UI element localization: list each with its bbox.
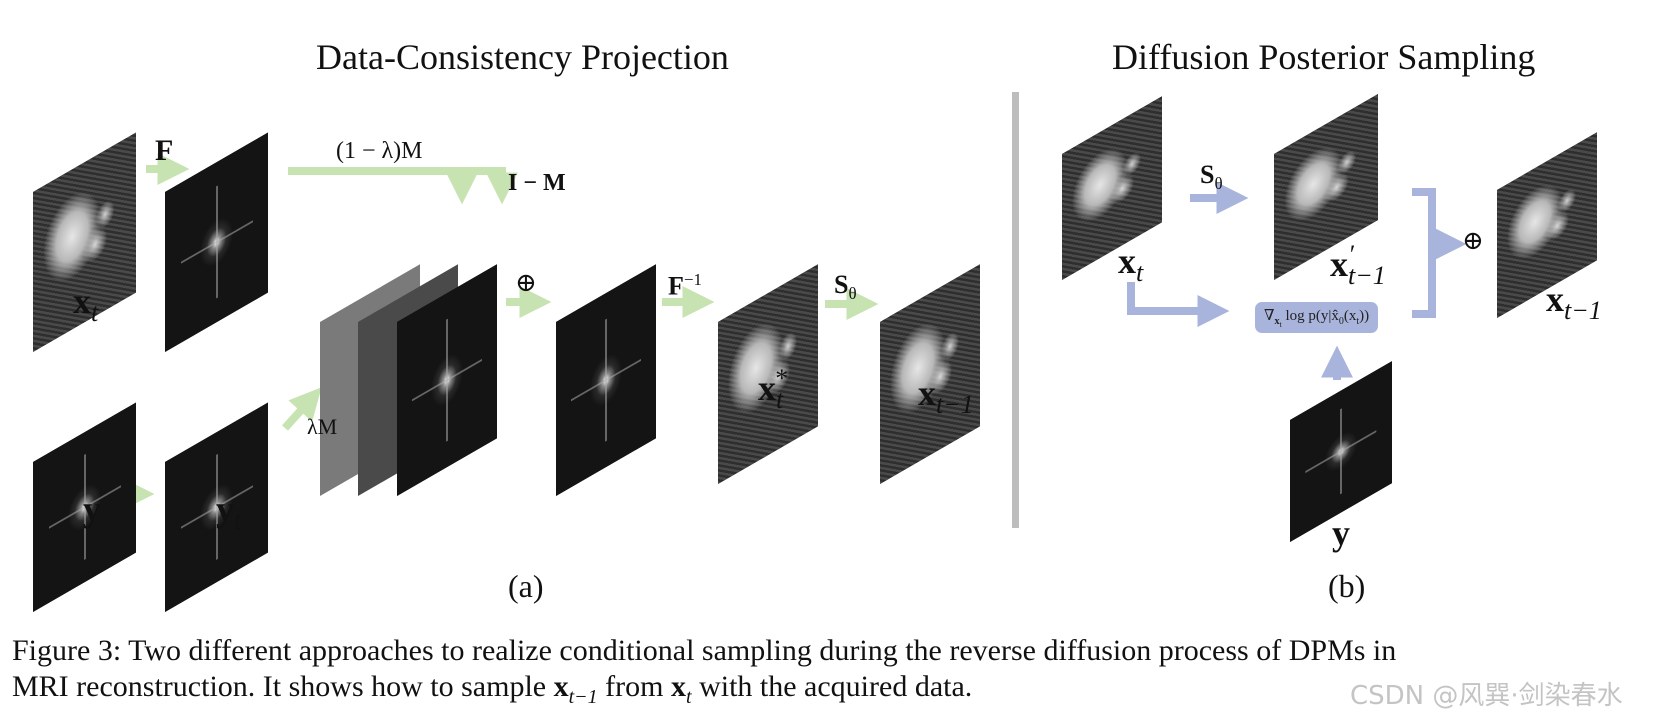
label-score-left-sub: θ [848,284,857,304]
label-xt-right: xt [1118,241,1144,288]
label-xtm1-prime: xt−1′ [1330,240,1386,291]
label-y-left: y [83,489,101,529]
label-yt: yt [216,489,242,536]
label-oplus-right: ⊕ [1462,226,1484,255]
label-xt-left: xt [73,281,99,328]
gradient-term: ∇xt log p(y|x̂0(xt)) [1255,302,1379,333]
label-xtm1-prime-sub: t−1 [1348,261,1386,291]
subfigure-b-label: (b) [1328,568,1366,604]
label-inverse-fourier: F−1 [668,270,702,301]
label-xt-star-sub: t [776,385,784,415]
label-fourier: F [155,134,174,167]
label-y-right: y [1332,513,1350,553]
label-xtm1-right: xt−1 [1546,279,1602,326]
label-xt-star: xt* [758,364,789,415]
gradient-subsub: t [1279,320,1282,329]
watermark-text: CSDN @风巽·剑染春水 [1350,681,1623,711]
label-score-right-sub: θ [1214,174,1223,194]
blue-arrows [1127,182,1467,380]
caption-line-2: MRI reconstruction. It shows how to samp… [12,670,973,708]
label-score-right: Sθ [1200,160,1223,194]
subfigure-a-label: (a) [508,568,544,604]
title-diffusion-posterior: Diffusion Posterior Sampling [1112,37,1536,77]
gradient-arg-sub: t [1356,316,1360,327]
label-i-minus-m: I − M [508,170,566,196]
gradient-sub: xt [1274,316,1282,329]
label-one-minus-lambda-m: (1 − λ)M [336,138,423,164]
caption-line-1: Figure 3: Two different approaches to re… [12,634,1397,667]
bracket-combine [1412,188,1436,318]
figure-caption: Figure 3: Two different approaches to re… [12,633,1396,715]
label-xt-right-sub: t [1136,258,1144,288]
label-xtm1-left: xt−1 [918,373,974,420]
gradient-zero: 0 [1338,316,1344,327]
label-inverse-fourier-sup: −1 [683,270,702,289]
caption-x1-sub: t−1 [568,686,598,708]
label-yt-sub: t [234,506,242,536]
label-xtm1-right-sub: t−1 [1564,296,1602,326]
label-xtm1-prime-sup: ′ [1349,240,1356,269]
label-oplus-left: ⊕ [515,268,537,297]
arrow-i-minus-m [288,167,518,205]
caption-x2-sub: t [686,686,692,708]
label-xt-star-sup: * [775,364,789,393]
panel-divider [1012,92,1019,528]
title-data-consistency: Data-Consistency Projection [316,37,729,77]
arrow-xt-to-gradient [1127,282,1230,327]
arrow-lambda-m [282,387,322,431]
label-xt-left-sub: t [91,298,99,328]
label-score-left: Sθ [834,270,857,304]
label-xtm1-left-sub: t−1 [936,390,974,420]
label-lambda-m: λM [307,414,338,439]
